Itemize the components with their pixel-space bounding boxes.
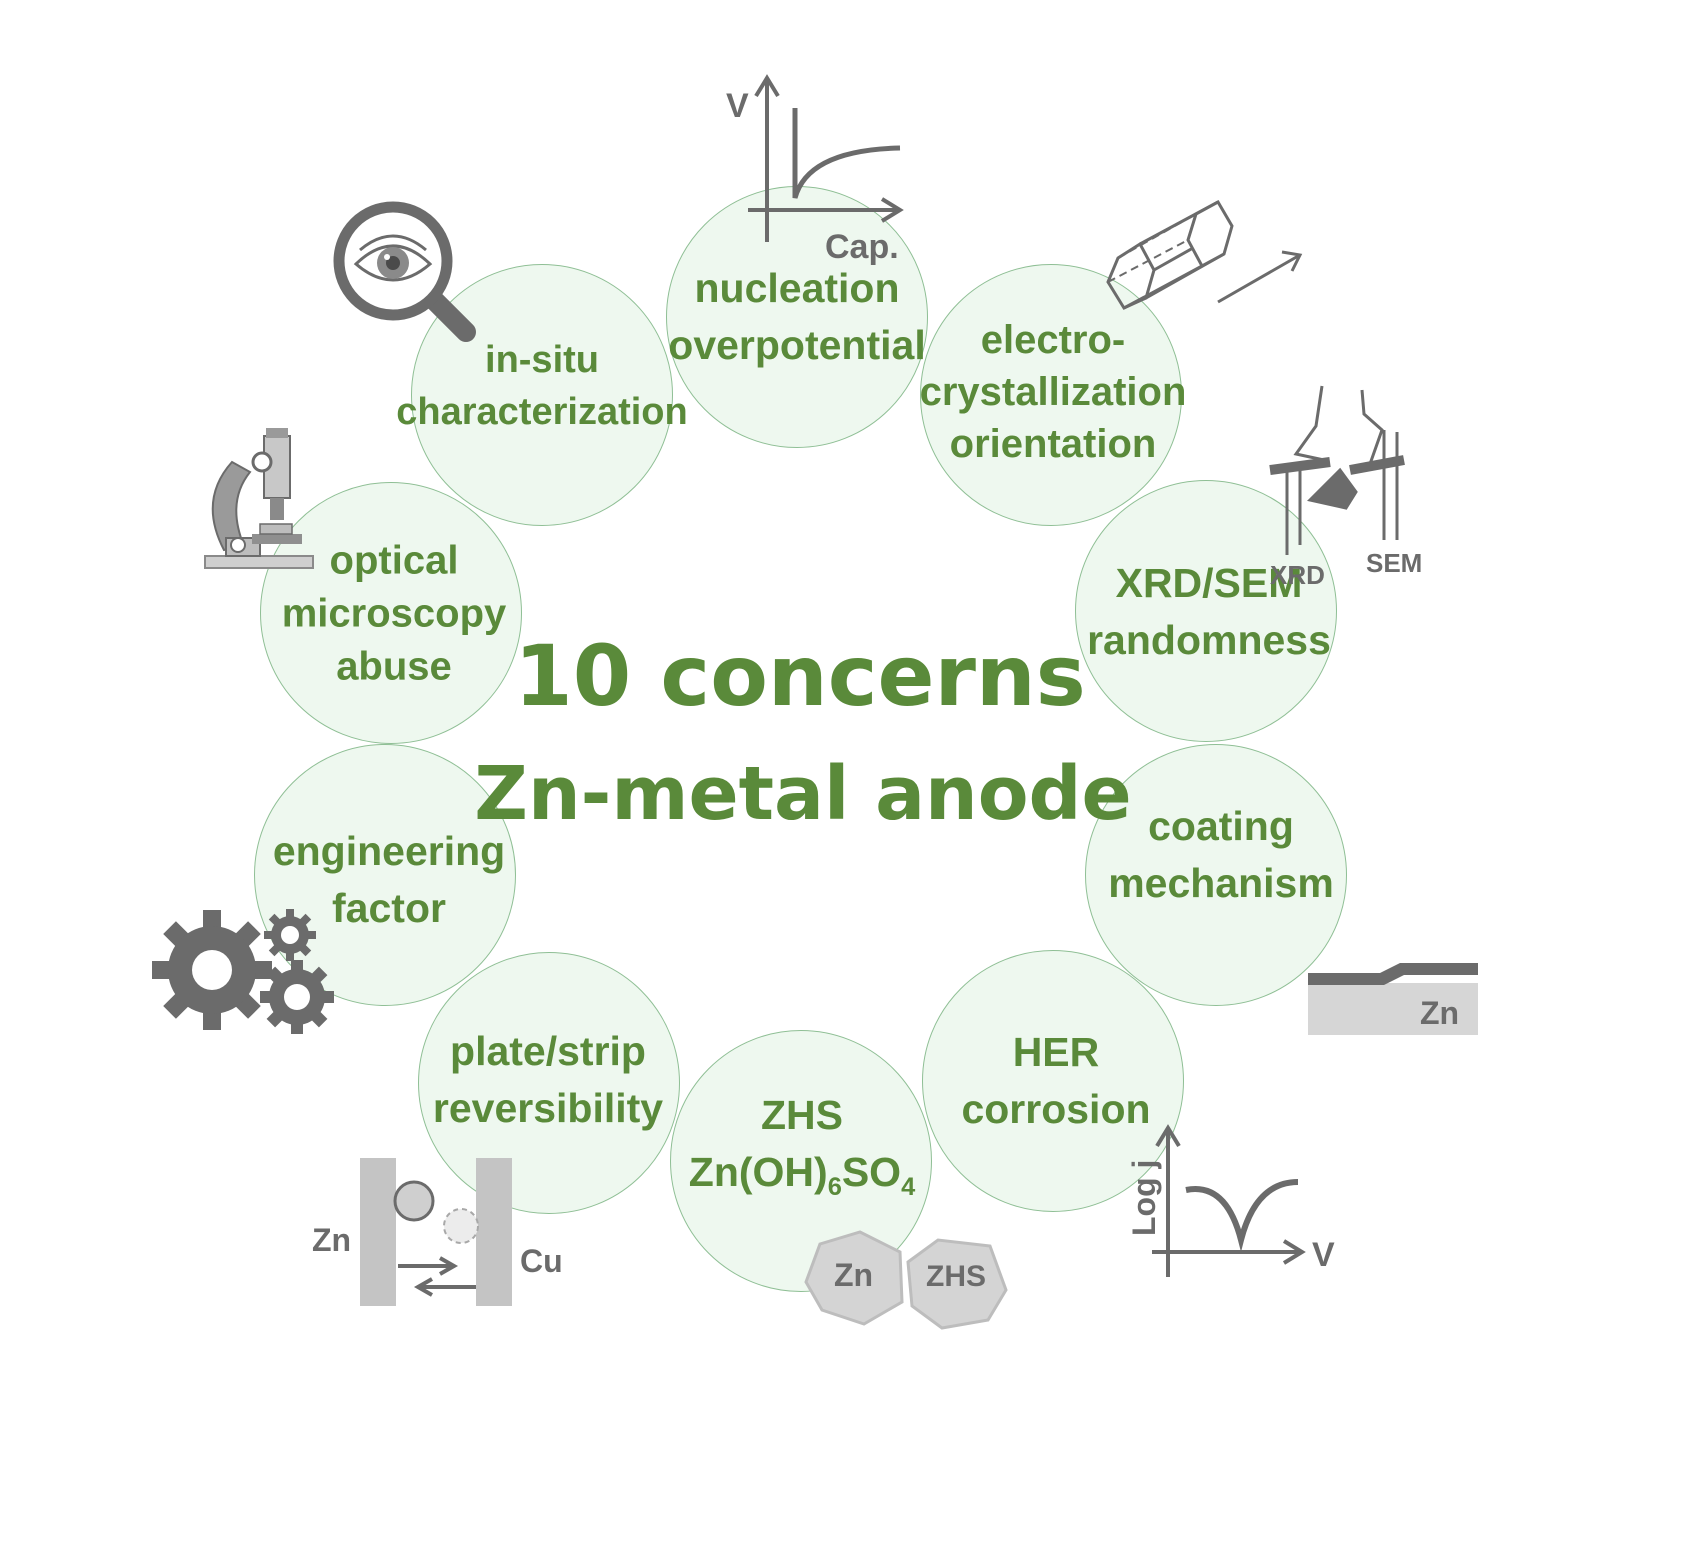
label-her-line-2: corrosion <box>961 1086 1151 1132</box>
label-in-situ-line-1: in-situ <box>485 339 599 381</box>
zhs-formula-base: Zn(OH) <box>688 1149 828 1195</box>
label-electrocrystallization-line-2: crystallization <box>919 370 1187 414</box>
electrode-zn-label: Zn <box>312 1222 351 1258</box>
label-plate-strip-line-2: reversibility <box>432 1085 664 1131</box>
title-line-1: 10 concerns <box>514 627 1086 725</box>
label-optical-line-3: abuse <box>336 644 452 689</box>
label-xrd-sem-line-1: XRD/SEM <box>1115 560 1303 606</box>
label-optical-line-2: microscopy <box>281 591 507 636</box>
bubble-plate-strip <box>418 952 680 1214</box>
label-coating-line-2: mechanism <box>1108 860 1334 906</box>
zhs-formula-sub-2: 4 <box>901 1172 916 1201</box>
bubble-nucleation <box>666 186 928 448</box>
bubble-xrd-sem <box>1075 480 1337 742</box>
voltage-axis-label: V <box>726 87 749 125</box>
label-electrocrystallization: electro- crystallization orientation <box>920 314 1187 470</box>
zhs-formula-sub-1: 6 <box>827 1172 842 1201</box>
label-engineering: engineering factor <box>273 823 505 937</box>
label-her: HER corrosion <box>961 1024 1150 1138</box>
bubble-her <box>922 950 1184 1212</box>
label-engineering-line-1: engineering <box>272 828 506 874</box>
label-nucleation: nucleation overpotential <box>668 260 925 374</box>
label-her-line-1: HER <box>1012 1029 1100 1075</box>
label-zhs-line-1: ZHS <box>761 1092 843 1138</box>
crystal-zhs-label: ZHS <box>926 1260 986 1293</box>
label-optical: optical microscopy abuse <box>282 535 507 694</box>
label-in-situ: in-situ characterization <box>396 334 687 438</box>
label-in-situ-line-2: characterization <box>396 391 688 433</box>
coating-layer-icon <box>1308 963 1478 1035</box>
bubble-optical <box>260 482 522 744</box>
sem-icon-label: SEM <box>1366 548 1422 578</box>
tafel-v-axis-label: V <box>1312 1236 1335 1274</box>
label-zhs-formula: Zn(OH)6SO4 <box>689 1144 915 1201</box>
electrode-cu-label: Cu <box>520 1243 563 1279</box>
zhs-formula-mid: SO <box>841 1149 902 1195</box>
label-engineering-line-2: factor <box>332 885 446 931</box>
hexagonal-prism-icon <box>1106 199 1303 310</box>
label-coating-line-1: coating <box>1148 803 1294 849</box>
bubble-coating <box>1085 744 1347 1006</box>
label-nucleation-line-2: overpotential <box>668 322 926 368</box>
title-line-2: Zn-metal anode <box>474 751 1132 837</box>
coating-zn-label: Zn <box>1420 995 1459 1031</box>
label-electrocrystallization-line-3: orientation <box>949 422 1157 466</box>
label-plate-strip: plate/strip reversibility <box>433 1023 663 1137</box>
tafel-plot-icon <box>1152 1124 1306 1277</box>
label-optical-line-1: optical <box>329 538 459 583</box>
label-electrocrystallization-line-1: electro- <box>980 318 1126 362</box>
label-nucleation-line-1: nucleation <box>694 265 900 311</box>
label-coating: coating mechanism <box>1108 798 1334 912</box>
label-plate-strip-line-1: plate/strip <box>450 1028 646 1074</box>
label-xrd-sem-line-2: randomness <box>1087 617 1331 663</box>
label-xrd-sem: XRD/SEM randomness <box>1087 555 1331 669</box>
label-zhs: ZHS Zn(OH)6SO4 <box>689 1087 915 1201</box>
